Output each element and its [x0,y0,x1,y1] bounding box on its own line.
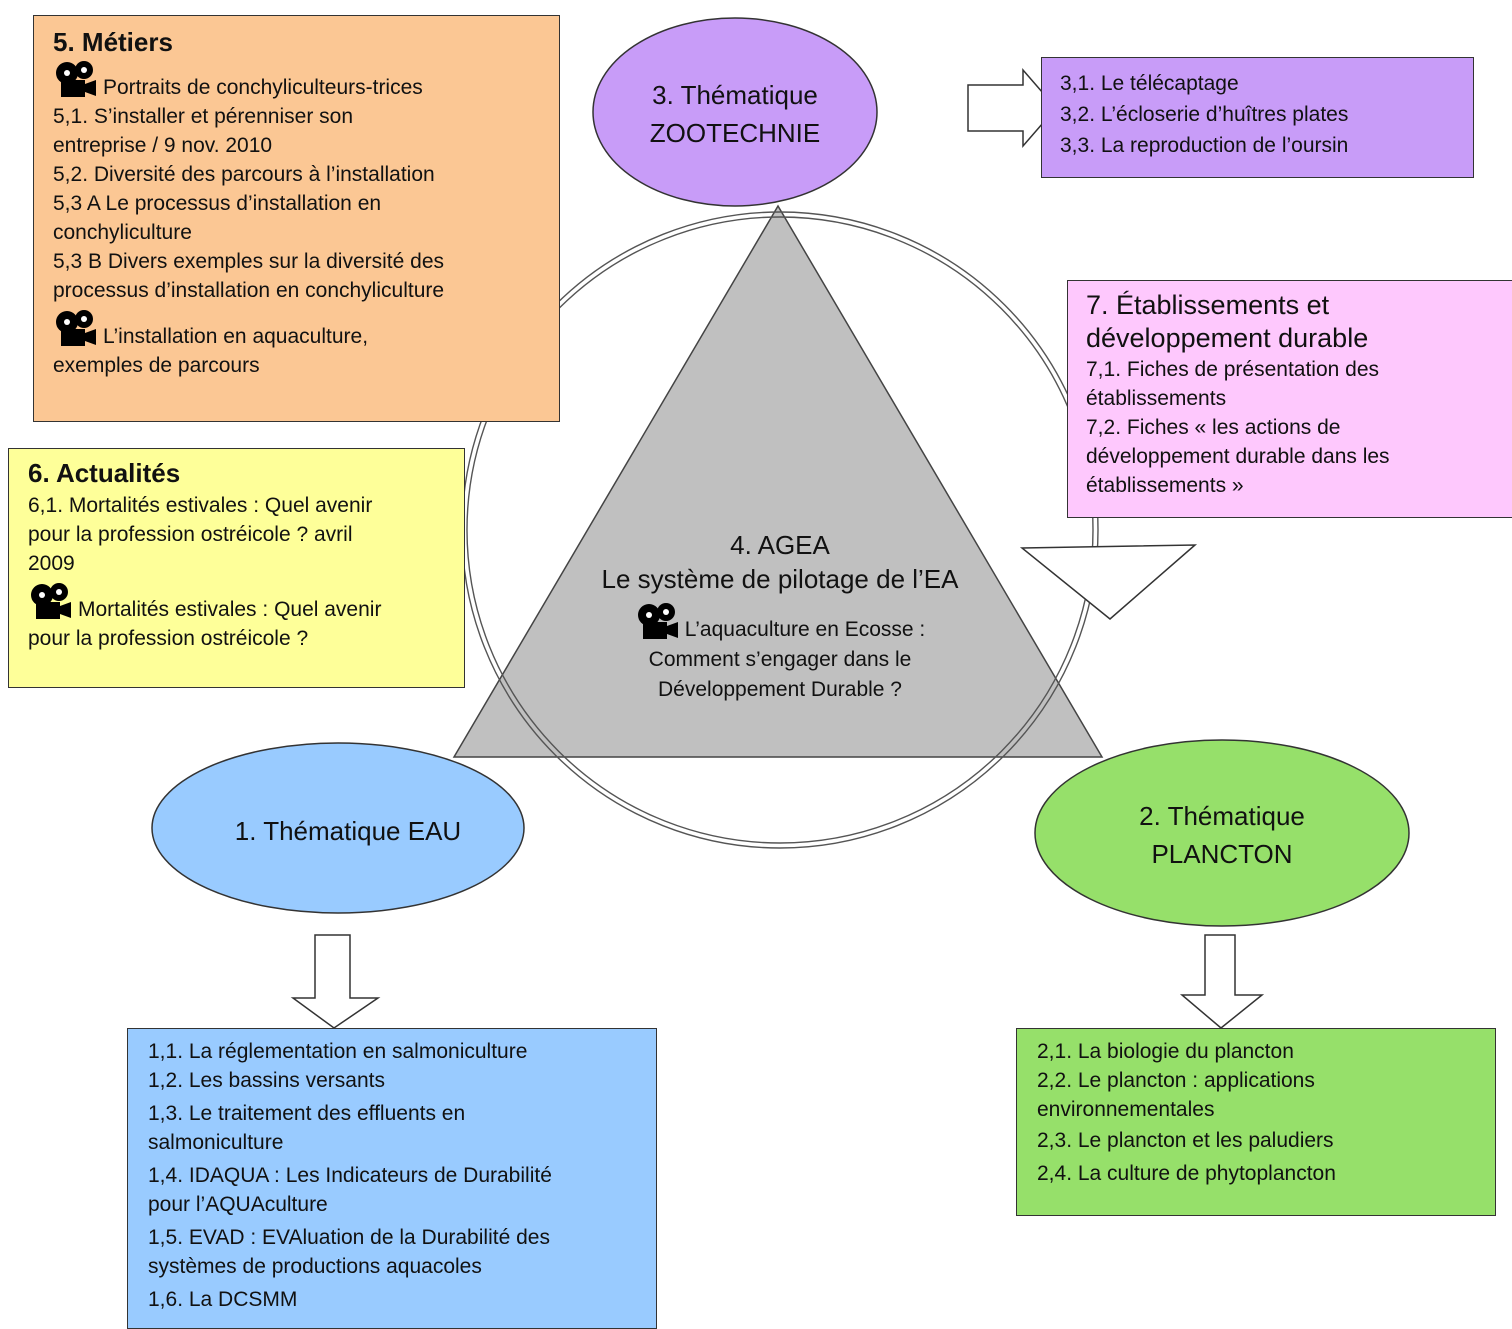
metiers-film1-text: Portraits de conchyliculteurs-trices [103,76,423,99]
plancton-item[interactable]: 2,2. Le plancton : applications [1037,1069,1315,1092]
film-camera-icon [53,309,101,347]
zootechnie-label-line2: ZOOTECHNIE [649,118,821,148]
metiers-item[interactable]: processus d’installation en conchylicult… [53,279,445,302]
actualites-film[interactable]: Mortalités estivales : Quel avenir [28,582,464,624]
actualites-box: 6. Actualités 6,1. Mortalités estivales … [8,448,465,688]
eau-item[interactable]: 1,1. La réglementation en salmoniculture [148,1040,528,1063]
zootechnie-item[interactable]: 3,3. La reproduction de l’oursin [1060,134,1349,157]
eau-item[interactable]: 1,6. La DCSMM [148,1288,298,1311]
plancton-label-line1: 2. Thématique [1139,801,1305,831]
plancton-item[interactable]: 2,1. La biologie du plancton [1037,1040,1294,1063]
etablissements-box: 7. Établissements et développement durab… [1067,280,1512,518]
eau-item[interactable]: 1,4. IDAQUA : Les Indicateurs de Durabil… [148,1164,552,1187]
metiers-film2-line1: L’installation en aquaculture, [103,325,369,348]
zootechnie-item[interactable]: 3,2. L’écloserie d’huîtres plates [1060,103,1349,126]
actualites-film-line1: Mortalités estivales : Quel avenir [78,598,382,621]
agea-film[interactable]: L’aquaculture en Ecosse : [560,602,1000,645]
metiers-box: 5. Métiers Portraits de conchyliculteurs… [33,15,560,422]
metiers-item[interactable]: conchyliculture [53,221,192,244]
eau-arrow [290,934,381,1029]
zootechnie-label-line1: 3. Thématique [652,80,818,110]
etablissements-title-line2: développement durable [1086,323,1369,353]
eau-item[interactable]: 1,2. Les bassins versants [148,1069,385,1092]
etablissements-item[interactable]: établissements » [1086,474,1244,497]
eau-ellipse [151,742,525,914]
eau-label-text: 1. Thématique EAU [234,816,462,846]
plancton-item[interactable]: 2,4. La culture de phytoplancton [1037,1162,1336,1185]
eau-item[interactable]: pour l’AQUAculture [148,1193,328,1216]
plancton-label[interactable]: 2. Thématique PLANCTON [1112,797,1332,873]
actualites-item[interactable]: 2009 [28,552,75,575]
metiers-item[interactable]: entreprise / 9 nov. 2010 [53,134,273,157]
eau-item[interactable]: salmoniculture [148,1131,284,1154]
metiers-film2[interactable]: L’installation en aquaculture, [53,309,559,351]
etablissements-title-line1: 7. Établissements et [1086,290,1330,320]
film-camera-icon [53,60,101,98]
zootechnie-ellipse [592,17,878,207]
plancton-arrow [1179,934,1265,1029]
zootechnie-box: 3,1. Le télécaptage 3,2. L’écloserie d’h… [1041,57,1474,178]
etablissements-item[interactable]: développement durable dans les [1086,445,1390,468]
agea-film-line3[interactable]: Développement Durable ? [658,678,902,701]
metiers-item[interactable]: 5,3 A Le processus d’installation en [53,192,382,215]
metiers-title: 5. Métiers [53,27,173,57]
film-camera-icon [28,582,76,620]
zootechnie-arrow [967,67,1057,149]
agea-triangle [452,204,1104,758]
agea-film-line1: L’aquaculture en Ecosse : [684,618,926,641]
eau-label[interactable]: 1. Thématique EAU [168,812,528,850]
agea-title-line1[interactable]: 4. AGEA [730,530,830,560]
plancton-item[interactable]: environnementales [1037,1098,1215,1121]
actualites-film-line2[interactable]: pour la profession ostréicole ? [28,627,309,650]
zootechnie-item[interactable]: 3,1. Le télécaptage [1060,72,1239,95]
agea-title-line2[interactable]: Le système de pilotage de l’EA [601,564,959,594]
eau-item[interactable]: 1,5. EVAD : EVAluation de la Durabilité … [148,1226,550,1249]
metiers-film2-line2[interactable]: exemples de parcours [53,354,260,377]
plancton-ellipse [1034,739,1410,927]
metiers-film1[interactable]: Portraits de conchyliculteurs-trices [53,60,559,102]
cycle-arrowhead-right [1019,544,1198,620]
plancton-box: 2,1. La biologie du plancton 2,2. Le pla… [1016,1028,1496,1216]
actualites-item[interactable]: pour la profession ostréicole ? avril [28,523,353,546]
metiers-item[interactable]: 5,1. S’installer et pérenniser son [53,105,353,128]
eau-item[interactable]: systèmes de productions aquacoles [148,1255,482,1278]
metiers-item[interactable]: 5,3 B Divers exemples sur la diversité d… [53,250,444,273]
plancton-item[interactable]: 2,3. Le plancton et les paludiers [1037,1129,1334,1152]
film-camera-icon [635,602,683,640]
eau-item[interactable]: 1,3. Le traitement des effluents en [148,1102,466,1125]
etablissements-item[interactable]: 7,2. Fiches « les actions de [1086,416,1341,439]
actualites-title: 6. Actualités [28,458,181,488]
plancton-label-line2: PLANCTON [1151,839,1293,869]
agea-text: 4. AGEA Le système de pilotage de l’EA L… [560,528,1000,705]
metiers-item[interactable]: 5,2. Diversité des parcours à l’installa… [53,163,435,186]
etablissements-item[interactable]: 7,1. Fiches de présentation des [1086,358,1380,381]
agea-film-line2[interactable]: Comment s’engager dans le [648,648,912,671]
zootechnie-label[interactable]: 3. Thématique ZOOTECHNIE [620,76,850,152]
eau-box: 1,1. La réglementation en salmoniculture… [127,1028,657,1329]
etablissements-item[interactable]: établissements [1086,387,1227,410]
actualites-item[interactable]: 6,1. Mortalités estivales : Quel avenir [28,494,373,517]
